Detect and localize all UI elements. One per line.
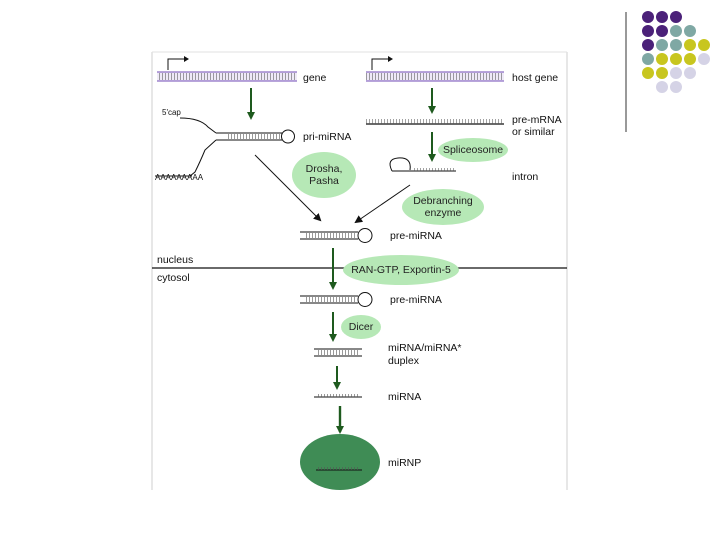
host-gene-promoter-arrow [371, 56, 393, 70]
bubble-drosha-pasha: Drosha, Pasha [292, 152, 356, 198]
bubble-dicer-label: Dicer [348, 321, 374, 333]
bubble-drosha-line1: Drosha, [305, 163, 343, 175]
label-or-similar: or similar [512, 126, 555, 138]
corner-dot [684, 39, 696, 51]
corner-dot [670, 25, 682, 37]
corner-dot [642, 39, 654, 51]
pre-mrna-strand [366, 119, 504, 125]
intron-lariat [389, 157, 456, 172]
bubble-debranching-line1: Debranching [413, 195, 473, 207]
corner-dot [684, 25, 696, 37]
corner-dot [684, 53, 696, 65]
corner-dot [656, 53, 668, 65]
corner-dot [670, 81, 682, 93]
corner-dot [698, 39, 710, 51]
label-cytosol: cytosol [157, 272, 190, 284]
mirna-duplex-structure [314, 348, 362, 357]
label-host-gene: host gene [512, 72, 559, 84]
corner-dot [642, 67, 654, 79]
label-polya-tail: AAAAAAAAA [155, 173, 204, 182]
corner-dot [656, 11, 668, 23]
mirnp-complex [300, 434, 380, 490]
label-mirnp: miRNP [388, 457, 422, 469]
bubble-drosha-line2: Pasha [309, 175, 339, 187]
corner-dot [698, 53, 710, 65]
pre-mirna-nucleus-structure [300, 228, 373, 243]
label-nucleus: nucleus [157, 254, 194, 266]
corner-dot [642, 11, 654, 23]
bubble-dicer: Dicer [341, 315, 381, 339]
gene-promoter-arrow [167, 56, 189, 70]
label-five-cap: 5'cap [162, 108, 181, 117]
corner-dot [670, 39, 682, 51]
corner-dot [642, 25, 654, 37]
corner-dot [670, 53, 682, 65]
label-mirna: miRNA [388, 391, 422, 403]
corner-dot [670, 11, 682, 23]
label-intron: intron [512, 171, 539, 183]
bubble-ran-exportin: RAN-GTP, Exportin-5 [343, 255, 459, 285]
corner-dot [642, 53, 654, 65]
bubble-debranching-enzyme: Debranching enzyme [402, 189, 484, 225]
label-duplex-line2: duplex [388, 355, 419, 367]
arrow-pri-to-pre [254, 154, 322, 222]
bubble-spliceosome: Spliceosome [438, 138, 508, 162]
corner-dot [670, 67, 682, 79]
label-pre-mirna-nucleus: pre-miRNA [390, 230, 442, 242]
corner-dot [684, 67, 696, 79]
bubble-debranching-line2: enzyme [424, 207, 462, 219]
pre-mirna-cytosol-structure [300, 292, 373, 307]
arrow-intron-to-pre [354, 184, 411, 224]
bubble-ran-label: RAN-GTP, Exportin-5 [351, 264, 451, 276]
label-pre-mrna: pre-mRNA [512, 114, 562, 126]
pri-mirna-structure [155, 117, 295, 177]
bubble-spliceosome-label: Spliceosome [442, 144, 504, 156]
mature-mirna-strand [314, 394, 362, 398]
host-gene-dna [366, 71, 504, 82]
gene-dna [157, 71, 297, 82]
label-gene: gene [303, 72, 327, 84]
corner-dot [656, 67, 668, 79]
corner-dot [656, 25, 668, 37]
corner-dot [656, 39, 668, 51]
label-pri-mirna: pri-miRNA [303, 131, 352, 143]
label-pre-mirna-cytosol: pre-miRNA [390, 294, 442, 306]
label-duplex-line1: miRNA/miRNA* [388, 342, 462, 354]
corner-dot [656, 81, 668, 93]
